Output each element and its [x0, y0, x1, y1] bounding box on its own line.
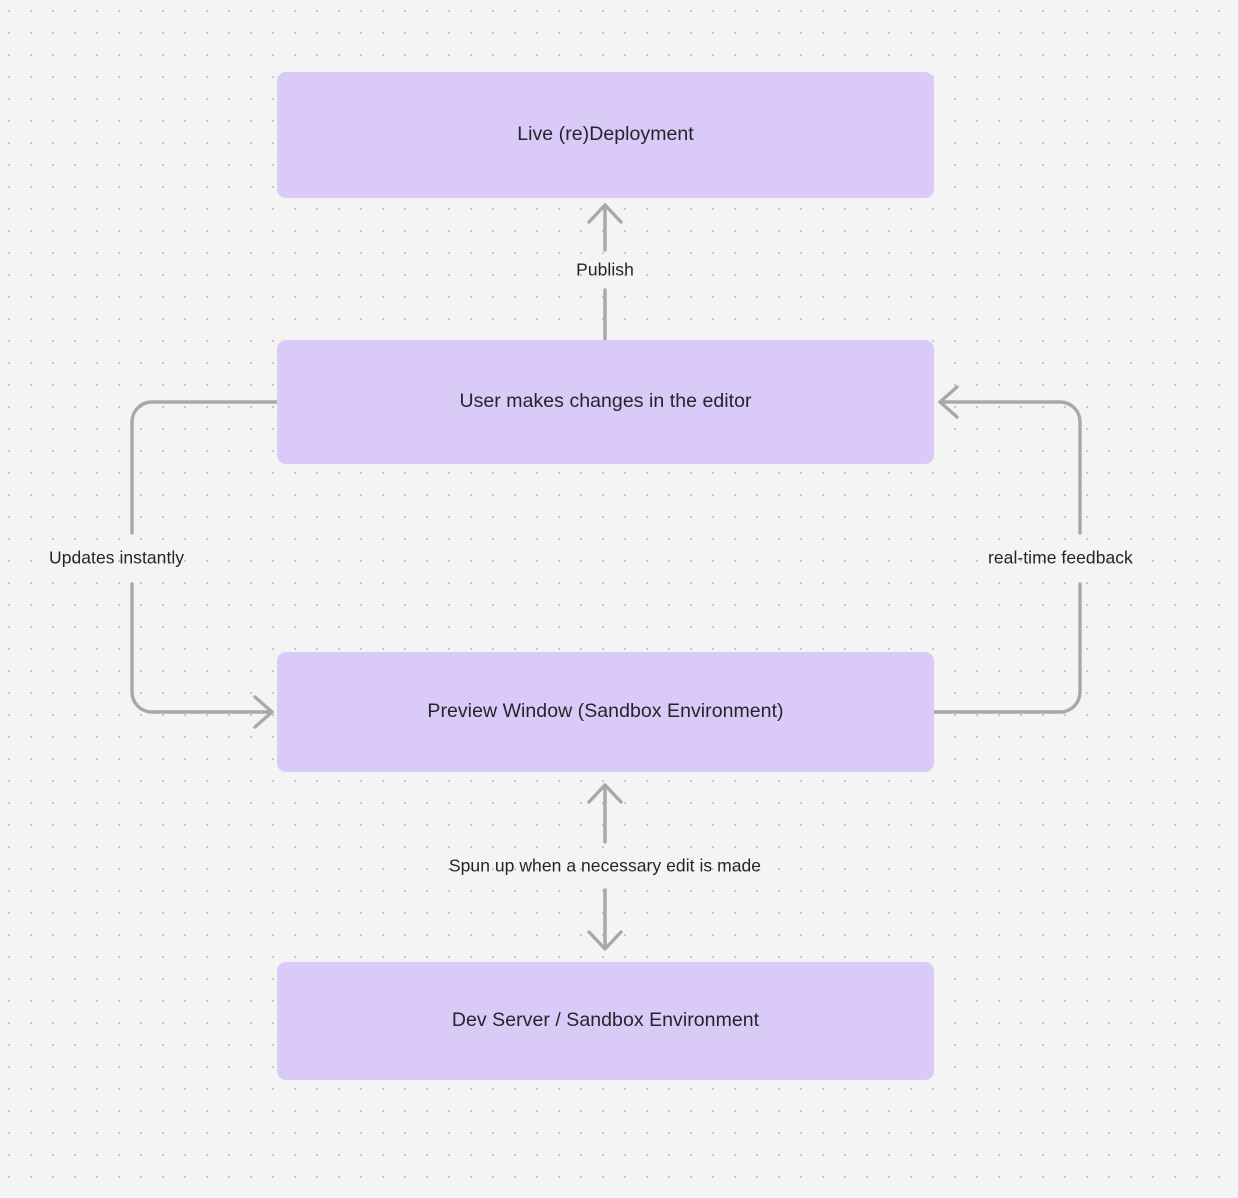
edge-label-spun-up: Spun up when a necessary edit is made: [448, 855, 762, 876]
edge-label-updates-instantly: Updates instantly: [49, 547, 185, 568]
node-preview-window[interactable]: Preview Window (Sandbox Environment): [277, 652, 934, 772]
node-user-edits[interactable]: User makes changes in the editor: [277, 340, 934, 464]
node-live-deployment-label: Live (re)Deployment: [517, 123, 694, 146]
edge-label-real-time-feedback: real-time feedback: [988, 547, 1133, 568]
edge-label-publish: Publish: [576, 259, 634, 280]
node-dev-server-label: Dev Server / Sandbox Environment: [451, 1009, 760, 1032]
node-dev-server[interactable]: Dev Server / Sandbox Environment: [277, 962, 934, 1080]
node-user-edits-label: User makes changes in the editor: [459, 390, 752, 413]
node-live-deployment[interactable]: Live (re)Deployment: [277, 72, 934, 198]
node-preview-window-label: Preview Window (Sandbox Environment): [427, 700, 784, 723]
